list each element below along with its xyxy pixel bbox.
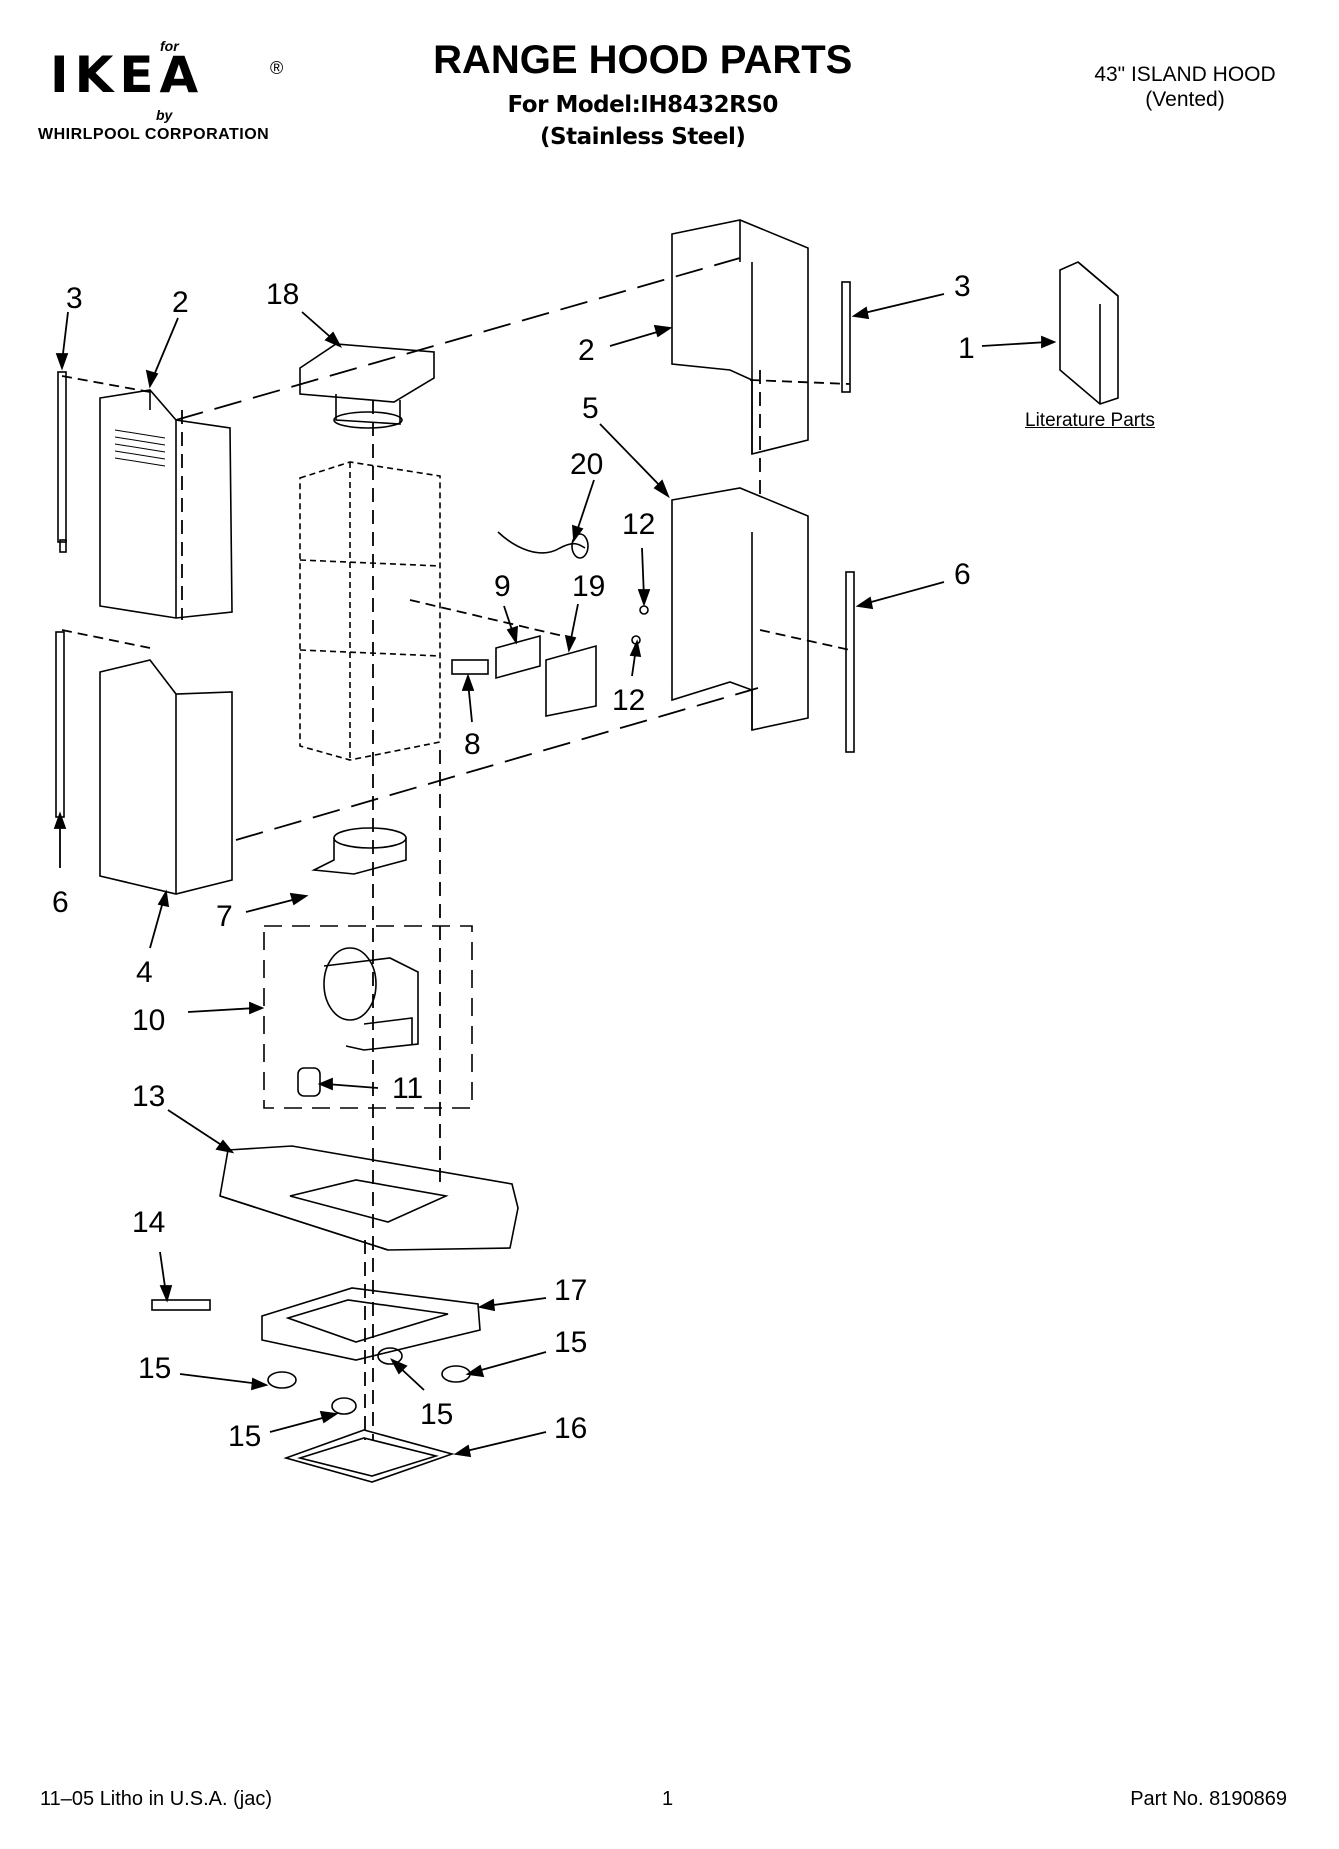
ikea-logo: IKEA	[50, 46, 205, 104]
callout-11: 11	[392, 1072, 423, 1105]
callout-12-bottom: 12	[612, 684, 645, 717]
callout-20: 20	[570, 448, 603, 481]
part-2-upper-chimney-right	[671, 219, 809, 456]
literature-parts-label: Literature Parts	[1025, 410, 1155, 431]
part-19-electrical-box	[545, 644, 597, 717]
part-16-filter	[283, 1429, 455, 1483]
callout-4: 4	[136, 956, 153, 989]
callout-2-right: 2	[578, 334, 595, 367]
part-1-literature-book	[1059, 261, 1119, 405]
part-14-light-strip	[151, 1299, 211, 1311]
callout-12-top: 12	[622, 508, 655, 541]
part-13-canopy	[219, 1145, 519, 1251]
callout-14: 14	[132, 1206, 165, 1239]
callout-18: 18	[266, 278, 299, 311]
part-12-screws	[631, 605, 649, 645]
callout-13: 13	[132, 1080, 165, 1113]
part-10-blower-assembly	[263, 925, 473, 1109]
logo-for-text: for	[160, 38, 179, 54]
part-5-lower-chimney-right	[671, 487, 809, 731]
callout-1: 1	[958, 332, 975, 365]
callout-9: 9	[494, 570, 511, 603]
part-8-switch	[451, 659, 489, 675]
main-support-frame	[299, 461, 441, 761]
hood-size: 43" ISLAND HOOD	[1094, 63, 1276, 86]
part-3-trim-right	[841, 281, 851, 393]
part-3-trim-left	[57, 371, 67, 553]
assembly-dash-lines	[61, 257, 851, 1440]
registered-mark: ®	[270, 58, 284, 78]
hood-variant: (Vented)	[1145, 88, 1225, 111]
part-9-bracket	[495, 634, 541, 680]
callout-6-right: 6	[954, 558, 971, 591]
callout-arrows	[53, 293, 1057, 1458]
callout-16: 16	[554, 1412, 587, 1445]
callout-10: 10	[132, 1004, 165, 1037]
hood-type: 43" ISLAND HOOD (Vented)	[1060, 62, 1310, 112]
callout-6-left: 6	[52, 886, 69, 919]
part-number: Part No. 8190869	[1130, 1788, 1287, 1810]
part-2-upper-chimney-left	[99, 389, 233, 619]
logo-by-text: by	[156, 107, 173, 123]
part-4-lower-chimney	[99, 659, 233, 895]
page-title: RANGE HOOD PARTS	[433, 38, 853, 82]
callout-2-left: 2	[172, 286, 189, 319]
callout-17: 17	[554, 1274, 587, 1307]
litho-note: 11–05 Litho in U.S.A. (jac)	[40, 1788, 272, 1810]
part-6-trim-left	[55, 631, 65, 818]
callout-15-d: 15	[228, 1420, 261, 1453]
part-17-control-frame	[261, 1287, 481, 1361]
callout-3-right: 3	[954, 270, 971, 303]
callout-15-a: 15	[138, 1352, 171, 1385]
callout-7: 7	[216, 900, 233, 933]
finish-line: (Stainless Steel)	[540, 124, 746, 150]
callout-19: 19	[572, 570, 605, 603]
logo-corporation: WHIRLPOOL CORPORATION	[38, 126, 270, 143]
callout-15-c: 15	[554, 1326, 587, 1359]
model-line: For Model:IH8432RS0	[507, 92, 779, 118]
part-11-capacitor	[297, 1067, 321, 1097]
part-15-light-sockets	[267, 1347, 471, 1415]
callout-15-b: 15	[420, 1398, 453, 1431]
part-6-trim-right	[845, 571, 855, 753]
part-20-power-cord	[497, 531, 589, 559]
callout-numbers: 3 2 18 6 4 7 10 11 13 14 17 15 15 15 15 …	[52, 270, 975, 1453]
callout-8: 8	[464, 728, 481, 761]
part-7-transition-duct	[311, 827, 407, 875]
page-number: 1	[662, 1788, 674, 1810]
part-18-mounting-plate	[299, 343, 435, 429]
callout-3-left: 3	[66, 282, 83, 315]
callout-5: 5	[582, 392, 599, 425]
